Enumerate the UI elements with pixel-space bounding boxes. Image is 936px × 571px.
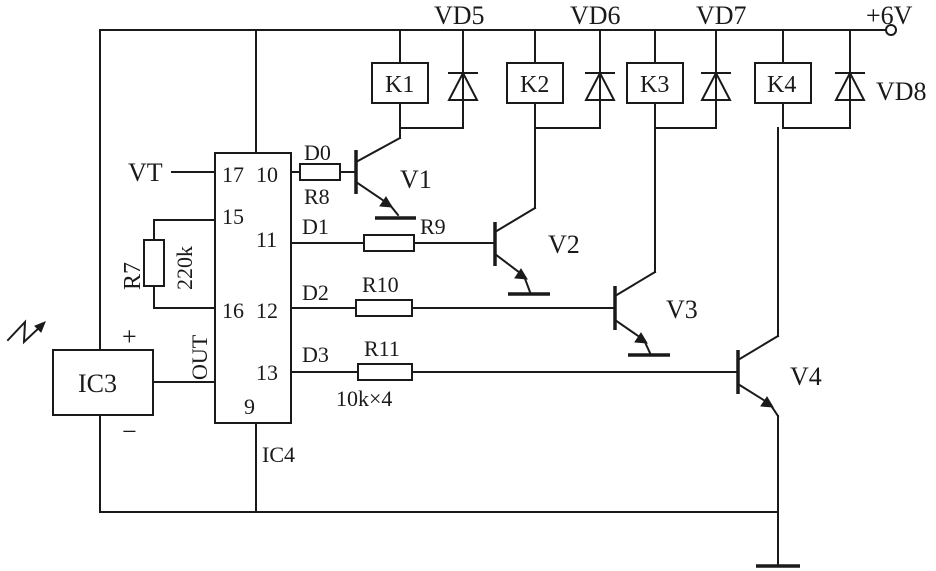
supply-terminal — [885, 24, 897, 36]
r10-label: R10 — [362, 272, 399, 297]
ic4-pin-10: 10 — [256, 162, 278, 187]
relay-pair-4: K4 VD8 — [754, 29, 927, 129]
r8-label: R8 — [304, 184, 330, 209]
supply-label: +6V — [866, 1, 913, 30]
ic4-out-label: OUT — [187, 334, 212, 380]
relay-pair-3: K3 VD7 — [626, 1, 747, 129]
svg-text:K2: K2 — [520, 72, 549, 98]
transistor-v4 — [736, 127, 780, 513]
svg-text:VD6: VD6 — [570, 1, 621, 30]
ic4-pin-16: 16 — [222, 298, 244, 323]
relay-k4 — [754, 62, 812, 104]
r7-label: R7 — [120, 262, 146, 290]
relay-k2 — [506, 62, 564, 104]
svg-text:VD8: VD8 — [876, 77, 927, 106]
v3-label: V3 — [666, 295, 698, 324]
base-resistor-value: 10k×4 — [336, 386, 392, 411]
ic4-pin-12: 12 — [256, 298, 278, 323]
transistor-v3 — [613, 127, 670, 357]
ic3-body — [52, 349, 154, 416]
svg-text:K3: K3 — [640, 72, 669, 98]
ic4-pin-9: 9 — [244, 394, 255, 419]
svg-text:VD5: VD5 — [434, 1, 485, 30]
ic3-plus: + — [122, 322, 137, 351]
resistor-r8 — [299, 163, 341, 181]
transistor-v2 — [493, 127, 550, 296]
relay-k1 — [371, 62, 429, 104]
svg-text:K1: K1 — [385, 72, 414, 98]
r7-value: 220k — [172, 246, 197, 290]
ic4-pin-13: 13 — [256, 360, 278, 385]
ic4-pin-11: 11 — [256, 227, 277, 252]
relay-k3 — [626, 62, 684, 104]
r11-label: R11 — [364, 336, 400, 361]
resistor-r10 — [355, 299, 413, 317]
relay-pair-1: K1 VD5 — [371, 1, 485, 129]
ic3-label: IC3 — [78, 369, 117, 398]
ic4-body — [214, 152, 292, 424]
resistor-r11 — [357, 363, 413, 381]
resistor-r9 — [363, 234, 415, 252]
resistor-r7 — [143, 239, 165, 287]
ic4-pin-17: 17 — [222, 162, 244, 187]
v2-label: V2 — [548, 230, 580, 259]
relay-pair-2: K2 VD6 — [506, 1, 621, 129]
signal-d3: D3 — [302, 342, 329, 367]
transistor-v1 — [354, 127, 416, 220]
vt-label: VT — [128, 158, 163, 187]
v1-label: V1 — [400, 165, 432, 194]
r9-label: R9 — [420, 214, 446, 239]
signal-d1: D1 — [302, 214, 329, 239]
v4-label: V4 — [790, 362, 822, 391]
svg-text:VD7: VD7 — [696, 1, 747, 30]
ic4-pin-15: 15 — [222, 204, 244, 229]
ir-signal-icon — [6, 319, 44, 345]
signal-d2: D2 — [302, 280, 329, 305]
ic4-label: IC4 — [262, 442, 295, 467]
svg-text:K4: K4 — [767, 72, 796, 98]
ic3-minus: − — [122, 417, 137, 446]
signal-d0: D0 — [304, 140, 331, 165]
